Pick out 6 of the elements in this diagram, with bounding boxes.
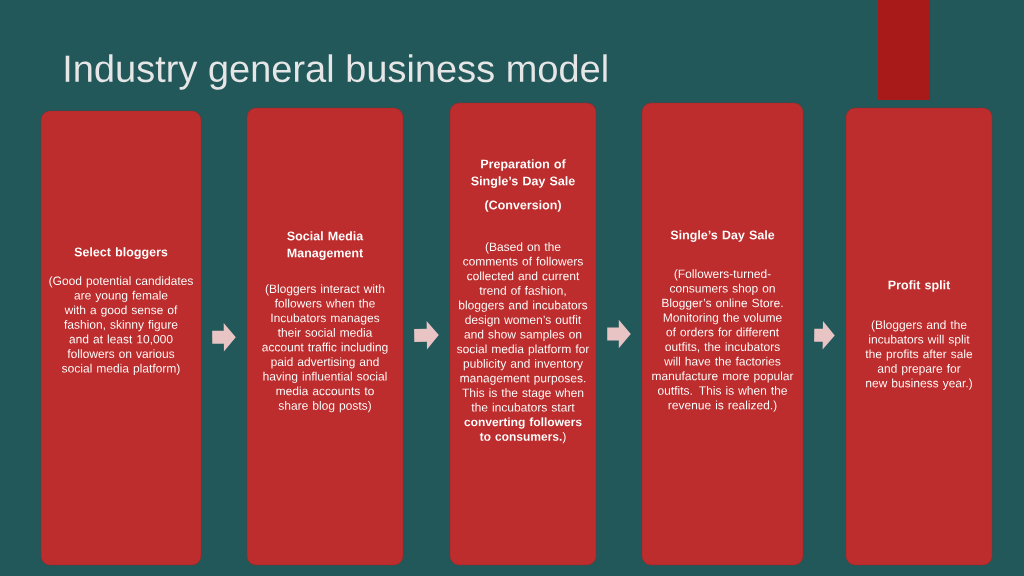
process-box: Select bloggers (Good potential candidates are young female with a good sense of fashion, skinny figure and at least 10,000 followers on various social media platform) [40, 110, 202, 566]
process-box: Single’s Day Sale (Followers-turned-consumers shop on Blogger’s online Store. Monitoring the volume of orders for different outfits, the incubators will have the factories manufacture more popular outfits. This is when the revenue is realized.) [641, 102, 804, 566]
process-box: Social Media Management (Bloggers interact with followers when the Incubators manages their social media account traffic including paid advertising and having influential social media accounts to share blog posts) [246, 107, 404, 566]
title: Industry general business model [65, 54, 607, 90]
process-box: Preparation of Single’s Day Sale (Conversion) (Based on the comments of followers collected and current trend of fashion, bloggers and incubators design women’s outfit and show samples on social media platform for publicity and inventory management purposes. This is the stage when the incubators start converting followers to consumers.) [449, 102, 597, 566]
process-box: Profit split (Bloggers and the incubators will split the profits after sale and prepare for new business year.) [845, 107, 993, 566]
